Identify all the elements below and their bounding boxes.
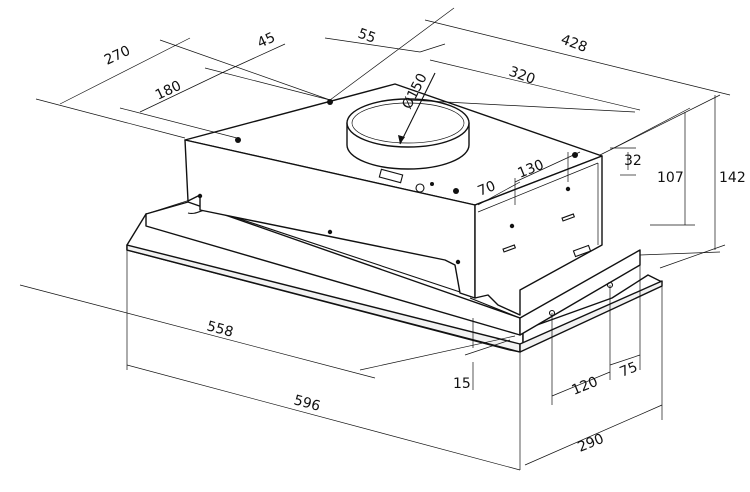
dim-75-label: 75 [618,359,641,381]
outlet-collar [346,72,470,170]
dim-596-label: 596 [292,392,322,414]
dim-55-label: 55 [356,26,378,47]
dim-32-label: 32 [624,153,642,169]
dim-180-label: 180 [153,78,184,104]
dimension-lines [19,7,731,471]
dim-320-label: 320 [507,64,538,88]
dim-70-label: 70 [476,178,499,200]
dim-142-label: 142 [719,170,746,186]
dim-558-label: 558 [205,318,235,340]
dim-428-label: 428 [559,32,590,56]
dim-270-label: 270 [102,43,133,69]
dim-45-label: 45 [255,30,278,52]
dim-290-label: 290 [576,431,607,456]
dim-15-label: 15 [453,376,471,392]
dim-107-label: 107 [657,170,684,186]
dim-120-label: 120 [570,374,601,399]
